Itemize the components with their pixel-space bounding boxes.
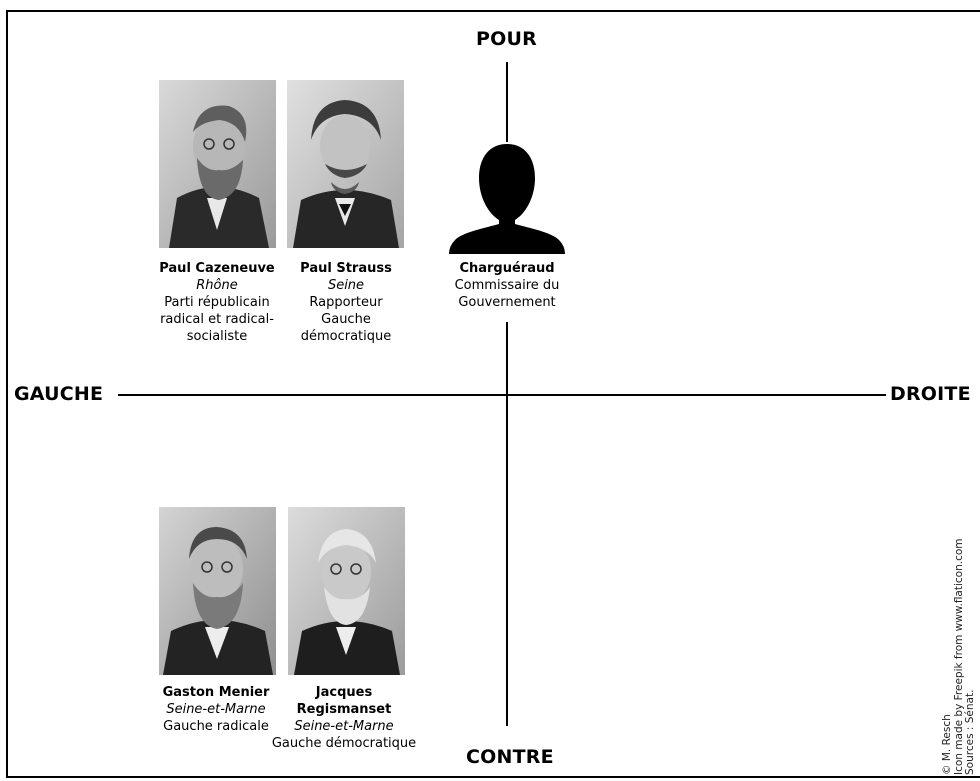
portrait-paul-cazeneuve [159, 80, 276, 248]
portrait-jacques-regismanset [288, 507, 405, 675]
person-department: Seine-et-Marne [294, 719, 394, 734]
person-role: Rapporteur [309, 295, 383, 310]
person-name: Charguéraud [459, 261, 555, 276]
person-name: Paul Cazeneuve [159, 261, 275, 276]
credit-copyright: © M. Resch [941, 714, 953, 775]
person-affiliation: Parti républicain radical et radical-soc… [160, 295, 274, 344]
person-department: Seine [327, 278, 365, 293]
person-name: Jacques Regismanset [296, 685, 392, 717]
person-affiliation: Gauche radicale [163, 719, 269, 734]
caption-paul-strauss: Paul Strauss Seine Rapporteur Gauche dém… [276, 260, 416, 345]
person-silhouette-icon [447, 142, 567, 254]
person-name: Gaston Menier [162, 685, 270, 700]
axis-label-contre: CONTRE [462, 746, 558, 768]
axis-label-pour: POUR [472, 28, 541, 50]
person-department: Rhône [196, 278, 238, 293]
axis-label-gauche: GAUCHE [10, 383, 108, 405]
portrait-gaston-menier [159, 507, 276, 675]
diagram-frame [6, 10, 980, 778]
credit-sources: Sources : Sénat. [964, 689, 976, 775]
person-name: Paul Strauss [300, 261, 392, 276]
axis-label-droite: DROITE [886, 383, 975, 405]
person-department: Seine-et-Marne [166, 702, 266, 717]
caption-paul-cazeneuve: Paul Cazeneuve Rhône Parti républicain r… [147, 260, 287, 345]
caption-jacques-regismanset: Jacques Regismanset Seine-et-Marne Gauch… [269, 684, 419, 752]
vertical-axis-middle [506, 322, 508, 726]
person-affiliation: Gauche démocratique [271, 736, 417, 751]
person-affiliation: Commissaire du Gouvernement [454, 278, 560, 310]
credits: © M. Resch Icon made by Freepik from www… [941, 538, 977, 775]
person-affiliation: Gauche démocratique [300, 312, 392, 344]
caption-gaston-menier: Gaston Menier Seine-et-Marne Gauche radi… [146, 684, 286, 735]
caption-chargueraud: Charguéraud Commissaire du Gouvernement [437, 260, 577, 311]
portrait-paul-strauss [287, 80, 404, 248]
horizontal-axis [118, 394, 888, 396]
vertical-axis-top [506, 62, 508, 142]
